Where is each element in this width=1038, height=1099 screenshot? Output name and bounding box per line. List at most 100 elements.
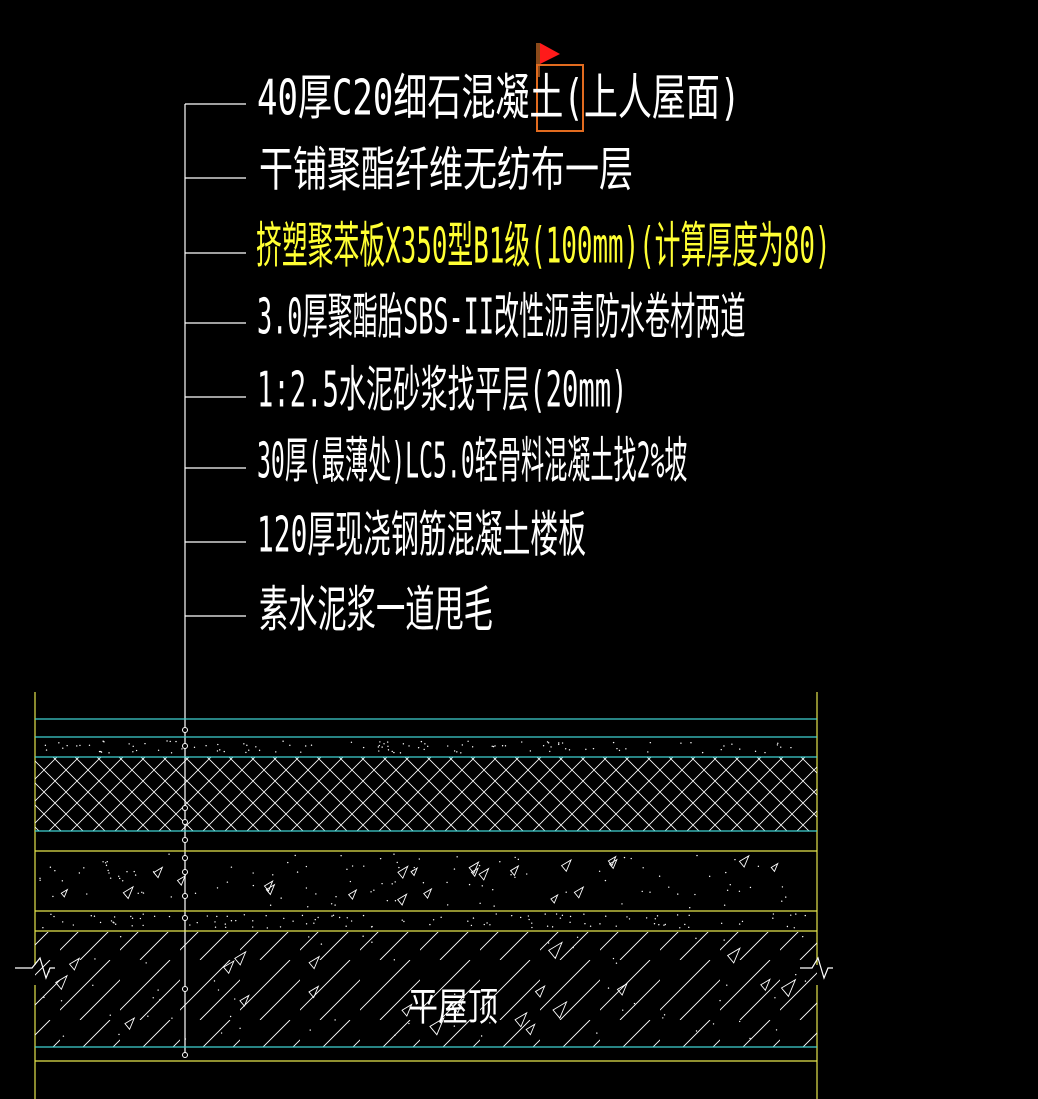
aggregate-dot bbox=[557, 743, 560, 746]
aggregate-dot bbox=[144, 742, 146, 745]
aggregate-dot bbox=[653, 922, 656, 925]
aggregate-dot bbox=[408, 1022, 410, 1025]
aggregate-dot bbox=[684, 923, 686, 926]
aggregate-triangle bbox=[397, 865, 409, 880]
aggregate-dot bbox=[468, 883, 471, 886]
aggregate-dot bbox=[189, 924, 191, 926]
aggregate-triangle bbox=[468, 860, 480, 875]
aggregate-dot bbox=[132, 751, 134, 753]
aggregate-marks bbox=[39, 740, 807, 1040]
aggregate-dot bbox=[265, 915, 267, 917]
aggregate-dot bbox=[592, 747, 595, 750]
aggregate-dot bbox=[719, 999, 721, 1002]
aggregate-dot bbox=[60, 1000, 63, 1002]
aggregate-dot bbox=[754, 750, 757, 753]
aggregate-dot bbox=[568, 749, 571, 751]
aggregate-dot bbox=[517, 858, 520, 861]
aggregate-dot bbox=[801, 935, 804, 938]
aggregate-dot bbox=[420, 740, 423, 743]
aggregate-dot bbox=[308, 936, 310, 938]
aggregate-dot bbox=[379, 741, 381, 743]
aggregate-dot bbox=[696, 854, 698, 857]
aggregate-dot bbox=[108, 752, 110, 754]
aggregate-dot bbox=[649, 891, 651, 893]
aggregate-dot bbox=[114, 923, 117, 925]
aggregate-triangle bbox=[429, 1017, 445, 1036]
aggregate-dot bbox=[126, 871, 128, 873]
aggregate-dot bbox=[470, 924, 473, 927]
aggregate-dot bbox=[252, 884, 255, 887]
aggregate-dot bbox=[453, 1025, 456, 1027]
aggregate-dot bbox=[499, 861, 501, 863]
aggregate-dot bbox=[483, 923, 485, 926]
aggregate-triangle bbox=[401, 1003, 413, 1017]
aggregate-dot bbox=[489, 924, 491, 926]
aggregate-dot bbox=[166, 740, 168, 742]
aggregate-dot bbox=[128, 743, 130, 745]
aggregate-dot bbox=[102, 861, 104, 863]
aggregate-dot bbox=[61, 880, 64, 882]
aggregate-dot bbox=[255, 746, 257, 748]
aggregate-dot bbox=[134, 874, 137, 876]
aggregate-dot bbox=[598, 870, 601, 872]
aggregate-triangle bbox=[780, 978, 797, 998]
aggregate-dot bbox=[216, 915, 218, 918]
aggregate-dot bbox=[309, 1029, 311, 1031]
aggregate-dot bbox=[48, 971, 50, 973]
leader-node bbox=[182, 986, 188, 992]
aggregate-dot bbox=[141, 891, 143, 893]
aggregate-dot bbox=[795, 973, 797, 976]
aggregate-dot bbox=[305, 923, 308, 925]
aggregate-dot bbox=[547, 942, 550, 944]
aggregate-dot bbox=[738, 890, 741, 893]
aggregate-dot bbox=[656, 915, 659, 917]
aggregate-dot bbox=[159, 998, 161, 1001]
aggregate-dot bbox=[391, 883, 393, 885]
highlight-box[interactable] bbox=[536, 64, 584, 132]
aggregate-dot bbox=[142, 892, 145, 894]
flag-marker-icon[interactable] bbox=[536, 43, 560, 77]
leader-node bbox=[182, 855, 188, 861]
aggregate-triangle bbox=[176, 874, 187, 886]
aggregate-dot bbox=[381, 882, 383, 885]
aggregate-dot bbox=[546, 741, 549, 743]
aggregate-dot bbox=[175, 740, 177, 743]
aggregate-dot bbox=[413, 866, 415, 869]
aggregate-dot bbox=[546, 925, 549, 927]
aggregate-dot bbox=[720, 748, 722, 751]
aggregate-dot bbox=[424, 743, 426, 745]
aggregate-dot bbox=[561, 742, 564, 744]
aggregate-triangle bbox=[738, 854, 750, 868]
aggregate-dot bbox=[616, 747, 618, 750]
aggregate-dot bbox=[107, 869, 109, 872]
aggregate-dot bbox=[607, 987, 610, 989]
aggregate-dot bbox=[53, 915, 55, 918]
aggregate-dot bbox=[576, 936, 579, 939]
aggregate-dot bbox=[52, 895, 54, 898]
aggregate-triangle bbox=[451, 998, 465, 1014]
aggregate-dot bbox=[774, 997, 776, 999]
aggregate-dot bbox=[234, 998, 236, 1000]
aggregate-dot bbox=[471, 746, 474, 748]
aggregate-dot bbox=[633, 1002, 636, 1005]
aggregate-triangle bbox=[726, 947, 741, 964]
layer-lines bbox=[35, 718, 817, 1062]
aggregate-dot bbox=[94, 958, 96, 960]
aggregate-dot bbox=[168, 853, 170, 855]
aggregate-dot bbox=[252, 872, 254, 874]
aggregate-dot bbox=[287, 861, 289, 864]
aggregate-dot bbox=[383, 743, 385, 745]
aggregate-dot bbox=[351, 865, 354, 867]
aggregate-dot bbox=[418, 858, 421, 860]
aggregate-dot bbox=[510, 874, 512, 876]
aggregate-dot bbox=[184, 1038, 187, 1040]
aggregate-triangle bbox=[560, 858, 572, 873]
aggregate-dot bbox=[381, 746, 383, 748]
aggregate-dot bbox=[307, 906, 309, 908]
aggregate-dot bbox=[663, 924, 665, 926]
leader-node bbox=[182, 1052, 188, 1058]
aggregate-dot bbox=[612, 741, 615, 744]
aggregate-dot bbox=[98, 750, 101, 753]
aggregate-dot bbox=[739, 748, 741, 750]
aggregate-triangle bbox=[60, 888, 69, 898]
